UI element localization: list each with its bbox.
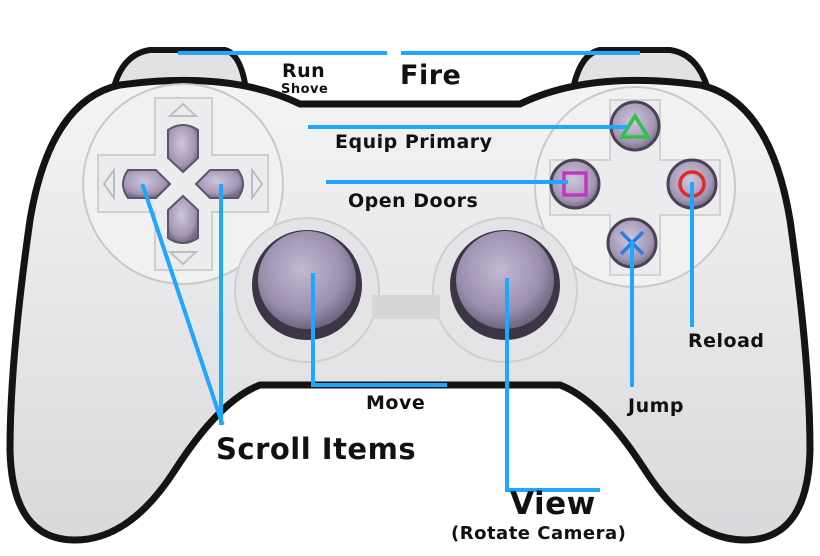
dpad-up-arrow-icon <box>167 102 199 117</box>
dpad-left-button <box>122 169 172 199</box>
center-bridge <box>372 295 440 319</box>
callout-line-scroll-left <box>140 183 225 426</box>
label-fire: Fire <box>400 60 462 91</box>
label-rotate-camera: (Rotate Camera) <box>451 523 627 544</box>
dpad-right-arrow-icon <box>251 166 264 202</box>
label-reload: Reload <box>688 330 765 352</box>
label-jump: Jump <box>628 395 684 417</box>
label-equip-primary: Equip Primary <box>335 131 493 153</box>
callout-line-view <box>505 278 600 492</box>
dpad-recess <box>97 97 269 271</box>
dpad-down-arrow-icon <box>167 251 199 266</box>
face-buttons-recess <box>549 99 721 276</box>
triangle-icon <box>618 112 652 139</box>
label-move: Move <box>366 392 426 414</box>
label-view: View <box>510 486 596 522</box>
label-shove: Shove <box>281 82 329 97</box>
label-scroll-items: Scroll Items <box>216 432 417 466</box>
dpad-left-arrow-icon <box>102 166 115 202</box>
dpad-up-button <box>167 124 199 174</box>
callout-line-move <box>311 273 447 387</box>
dpad-down-button <box>167 194 199 244</box>
label-open-doors: Open Doors <box>348 190 479 212</box>
left-analog-stick-top <box>258 231 356 329</box>
label-run: Run <box>282 60 326 82</box>
